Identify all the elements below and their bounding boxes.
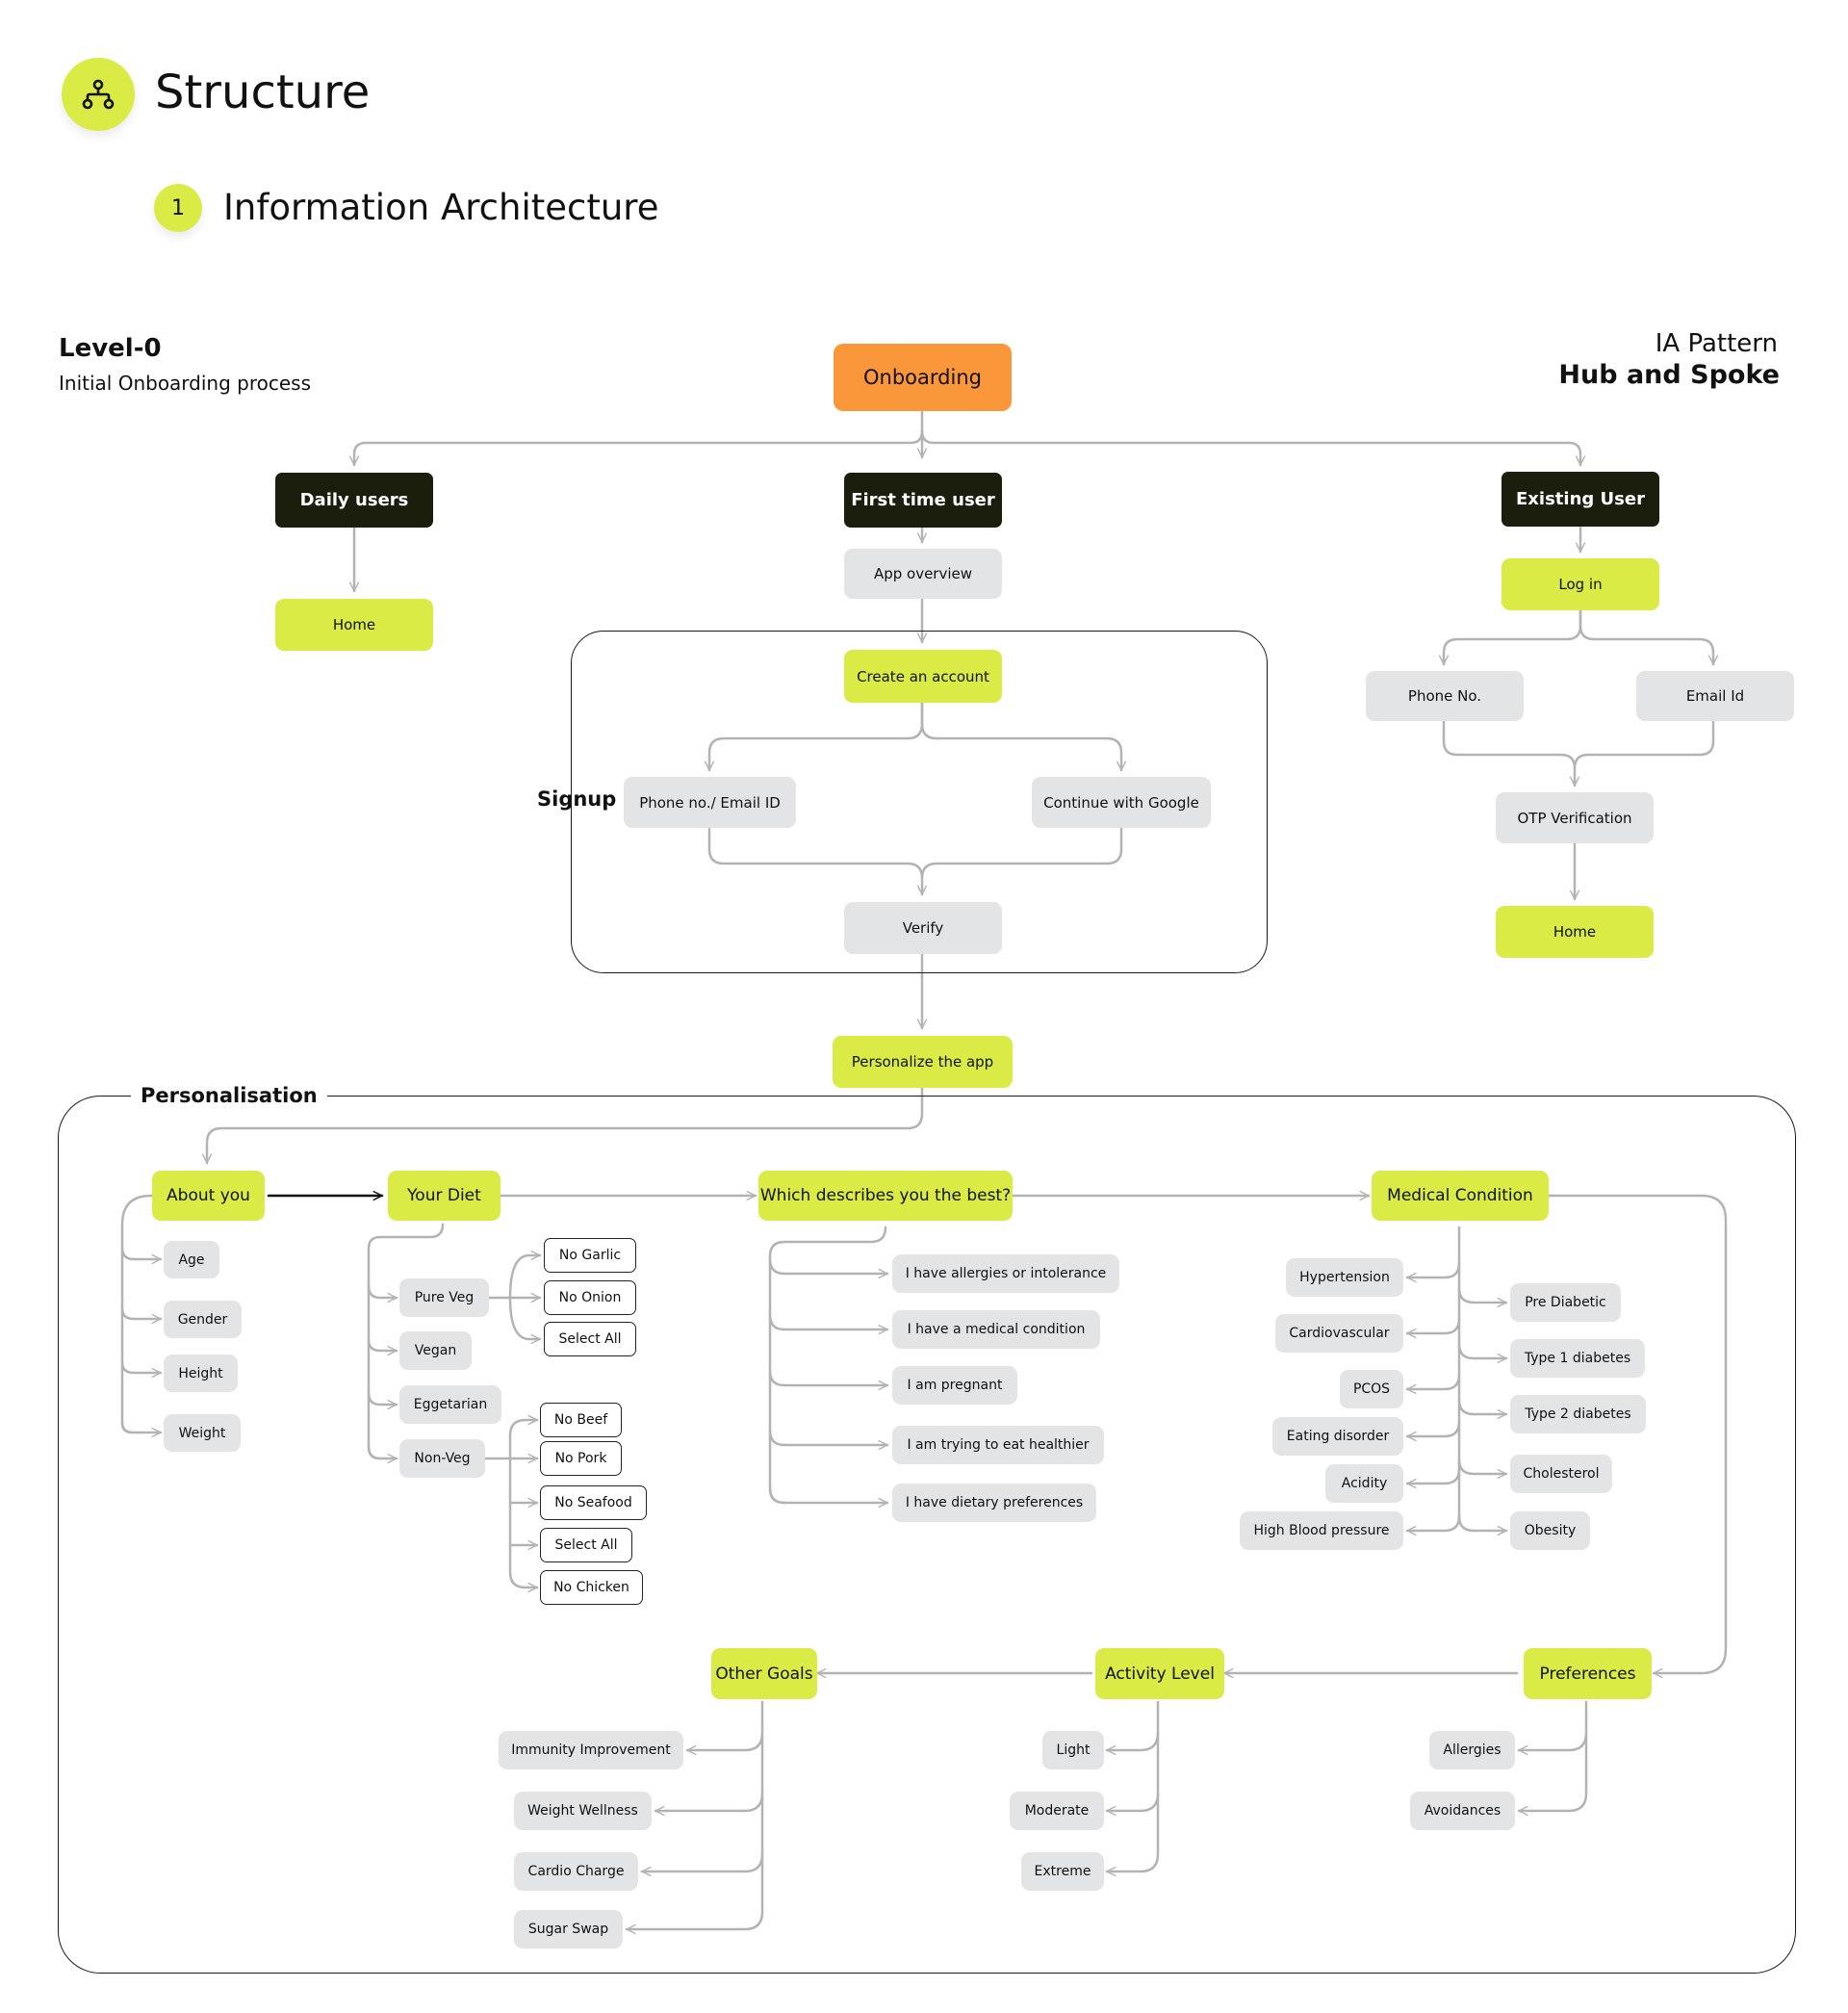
about-you-item[interactable]: Age (164, 1241, 219, 1278)
medical-item[interactable]: Type 1 diabetes (1510, 1339, 1645, 1378)
daily-home-node[interactable]: Home (275, 599, 433, 651)
diet-item[interactable]: Vegan (399, 1331, 472, 1370)
pure-veg-option[interactable]: No Garlic (544, 1238, 636, 1273)
non-veg-option[interactable]: No Chicken (540, 1570, 643, 1605)
sitemap-icon (82, 79, 115, 110)
ia-pattern-label: IA Pattern (1655, 329, 1778, 358)
which-describes-node[interactable]: Which describes you the best? (758, 1171, 1013, 1221)
describe-item[interactable]: I am pregnant (892, 1366, 1017, 1405)
level-title: Level-0 (59, 334, 162, 363)
medical-item[interactable]: Acidity (1325, 1464, 1403, 1503)
personalisation-frame (58, 1096, 1796, 1974)
structure-icon-badge (62, 58, 135, 131)
non-veg-option[interactable]: No Seafood (540, 1485, 647, 1520)
medical-item[interactable]: Obesity (1510, 1511, 1590, 1550)
your-diet-node[interactable]: Your Diet (388, 1171, 500, 1221)
non-veg-option[interactable]: Select All (540, 1528, 632, 1562)
daily-users-node[interactable]: Daily users (275, 473, 433, 528)
about-you-node[interactable]: About you (152, 1171, 265, 1221)
about-you-item[interactable]: Height (164, 1355, 238, 1392)
signup-frame (571, 631, 1268, 973)
log-in-node[interactable]: Log in (1502, 558, 1659, 610)
medical-item[interactable]: Type 2 diabetes (1510, 1395, 1646, 1433)
personalize-app-node[interactable]: Personalize the app (833, 1036, 1013, 1088)
activity-item[interactable]: Extreme (1021, 1852, 1104, 1891)
goal-item[interactable]: Cardio Charge (514, 1852, 638, 1891)
medical-item[interactable]: Cholesterol (1510, 1455, 1612, 1493)
signup-label: Signup (537, 787, 617, 811)
about-you-item[interactable]: Gender (164, 1301, 242, 1338)
section-title: Information Architecture (223, 187, 659, 228)
medical-item[interactable]: Cardiovascular (1275, 1314, 1403, 1353)
medical-item[interactable]: High Blood pressure (1240, 1511, 1403, 1550)
goal-item[interactable]: Immunity Improvement (499, 1731, 683, 1769)
onboarding-node[interactable]: Onboarding (834, 344, 1012, 411)
existing-home-node[interactable]: Home (1496, 906, 1654, 958)
non-veg-option[interactable]: No Pork (540, 1441, 622, 1476)
goal-item[interactable]: Weight Wellness (514, 1792, 652, 1830)
section-number-badge: 1 (154, 184, 202, 232)
medical-condition-node[interactable]: Medical Condition (1372, 1171, 1549, 1221)
diet-item[interactable]: Eggetarian (399, 1385, 501, 1424)
activity-item[interactable]: Moderate (1010, 1792, 1104, 1830)
verify-node[interactable]: Verify (844, 902, 1002, 954)
describe-item[interactable]: I have a medical condition (892, 1310, 1100, 1349)
phone-no-node[interactable]: Phone No. (1366, 671, 1524, 721)
activity-level-node[interactable]: Activity Level (1095, 1648, 1224, 1699)
section-number: 1 (171, 195, 185, 220)
describe-item[interactable]: I have dietary preferences (892, 1484, 1096, 1522)
medical-item[interactable]: PCOS (1340, 1370, 1403, 1408)
app-overview-node[interactable]: App overview (844, 549, 1002, 599)
medical-item[interactable]: Eating disorder (1272, 1417, 1403, 1456)
pure-veg-option[interactable]: Select All (544, 1322, 636, 1356)
goal-item[interactable]: Sugar Swap (514, 1910, 623, 1948)
diet-item[interactable]: Non-Veg (399, 1439, 485, 1478)
diet-item[interactable]: Pure Veg (399, 1278, 489, 1317)
preference-item[interactable]: Allergies (1429, 1731, 1515, 1769)
personalisation-label: Personalisation (131, 1084, 327, 1107)
existing-user-node[interactable]: Existing User (1502, 472, 1659, 527)
create-account-node[interactable]: Create an account (844, 650, 1002, 703)
describe-item[interactable]: I have allergies or intolerance (892, 1254, 1119, 1293)
first-time-user-node[interactable]: First time user (844, 473, 1002, 528)
page-title: Structure (155, 65, 371, 119)
pure-veg-option[interactable]: No Onion (544, 1280, 636, 1315)
medical-item[interactable]: Pre Diabetic (1510, 1283, 1621, 1322)
describe-item[interactable]: I am trying to eat healthier (892, 1426, 1104, 1464)
ia-pattern-value: Hub and Spoke (1558, 360, 1780, 390)
about-you-item[interactable]: Weight (164, 1414, 241, 1452)
continue-google-node[interactable]: Continue with Google (1032, 777, 1211, 828)
non-veg-option[interactable]: No Beef (540, 1403, 622, 1437)
level-subtitle: Initial Onboarding process (59, 372, 312, 395)
other-goals-node[interactable]: Other Goals (711, 1648, 817, 1699)
activity-item[interactable]: Light (1042, 1731, 1104, 1769)
email-id-node[interactable]: Email Id (1636, 671, 1794, 721)
phone-email-node[interactable]: Phone no./ Email ID (624, 777, 796, 828)
preference-item[interactable]: Avoidances (1410, 1792, 1515, 1830)
otp-verification-node[interactable]: OTP Verification (1496, 792, 1654, 843)
preferences-node[interactable]: Preferences (1524, 1648, 1652, 1699)
medical-item[interactable]: Hypertension (1286, 1258, 1403, 1297)
